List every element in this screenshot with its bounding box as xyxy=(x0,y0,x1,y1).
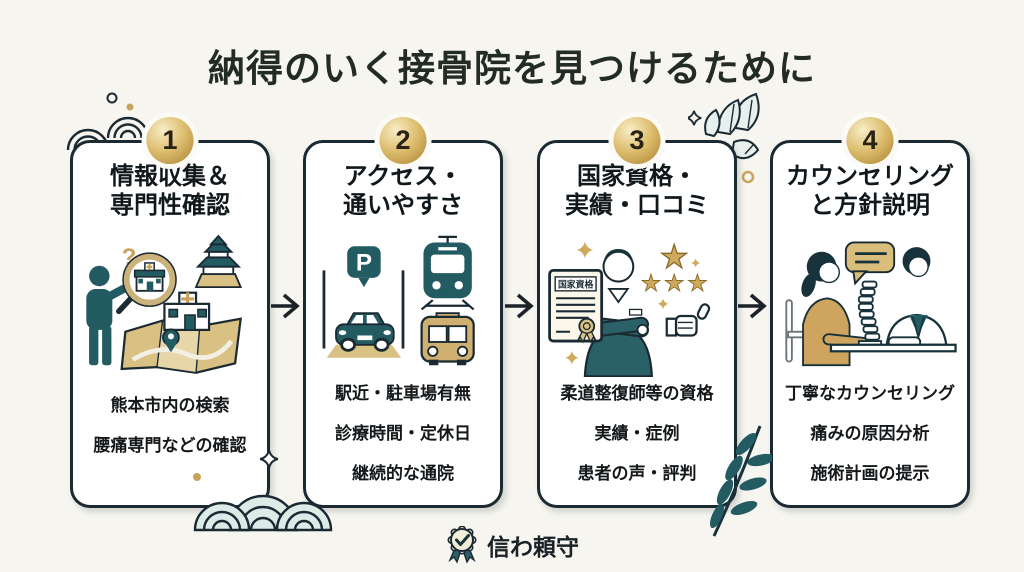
bullet-item: 継続的な通院 xyxy=(352,463,454,483)
clinic-building-icon xyxy=(163,291,211,331)
parking-sign-icon: P xyxy=(347,245,381,287)
search-map-castle-illustration: ? xyxy=(86,234,243,374)
bullet-item: 腰痛専門などの確認 xyxy=(93,435,247,455)
speech-bubble-icon xyxy=(844,241,896,286)
bullet-item: 診療時間・定休日 xyxy=(335,423,471,443)
star-rating-icon xyxy=(641,243,707,291)
heading-line: アクセス・ xyxy=(343,163,463,190)
heading-line: と方針説明 xyxy=(810,191,930,219)
gold-ring xyxy=(741,170,755,184)
gold-dot xyxy=(193,473,201,481)
page-title: 納得のいく接骨院を見つけるために xyxy=(208,48,816,89)
heading-line: 国家資格・ xyxy=(577,163,697,190)
magnifier-icon xyxy=(116,252,177,314)
gold-dot xyxy=(126,103,134,111)
step-bullets: 柔道整復師等の資格 実績・症例 患者の声・評判 xyxy=(561,379,714,484)
bullet-item: 施術計画の提示 xyxy=(810,463,930,483)
thumbs-up-icon xyxy=(665,302,711,337)
counseling-illustration xyxy=(785,241,957,366)
leaves-decoration xyxy=(688,92,760,184)
chair-icon xyxy=(785,298,814,363)
arrow-icon xyxy=(271,293,300,319)
bullet-item: 駅近・駐車場有無 xyxy=(335,383,471,403)
step-number-badge: 3 xyxy=(613,117,661,164)
sparkle-icon xyxy=(259,449,279,469)
heading-line: 専門性確認 xyxy=(110,191,230,219)
step-card-3: 3 国家資格・ 実績・口コミ 国家資格 xyxy=(537,117,737,508)
doctor-icon xyxy=(885,246,948,348)
step-heading: 国家資格・ 実績・口コミ xyxy=(565,163,709,221)
bullet-item: 実績・症例 xyxy=(594,423,680,443)
step-number: 4 xyxy=(862,125,878,155)
step-bullets: 熊本市内の検索 腰痛専門などの確認 xyxy=(94,391,247,456)
train-icon xyxy=(420,235,475,310)
access-transport-illustration: P xyxy=(322,235,475,365)
step-heading: カウンセリング と方針説明 xyxy=(786,163,954,221)
step-number: 1 xyxy=(162,125,178,155)
wave-filled-decoration xyxy=(193,473,333,532)
bullet-item: 熊本市内の検索 xyxy=(110,395,230,415)
step-number: 3 xyxy=(629,125,645,155)
bullet-item: 患者の声・評判 xyxy=(577,463,697,483)
step-heading: 情報収集＆ 専門性確認 xyxy=(110,163,230,221)
heading-line: 実績・口コミ xyxy=(565,191,709,219)
arrow-icon xyxy=(738,293,767,319)
heading-line: カウンセリング xyxy=(786,163,954,190)
step-number: 2 xyxy=(395,125,411,155)
heading-line: 情報収集＆ xyxy=(110,163,230,190)
certificate-icon: 国家資格 xyxy=(548,268,604,343)
step-card-1: 1 情報収集＆ 専門性確認 ? xyxy=(70,117,270,508)
step-bullets: 丁寧なカウンセリング 痛みの原因分析 施術計画の提示 xyxy=(785,379,955,484)
parking-letter: P xyxy=(356,249,372,276)
heading-line: 通いやすさ xyxy=(343,191,463,219)
step-bullets: 駅近・駐車場有無 診療時間・定休日 継続的な通院 xyxy=(335,379,471,484)
bullet-item: 丁寧なカウンセリング xyxy=(785,383,955,403)
car-icon xyxy=(326,311,402,358)
step-number-badge: 2 xyxy=(379,117,427,164)
footer-brand-lockup: 信わ頼守 xyxy=(0,526,1024,564)
step-card-2: 2 アクセス・ 通いやすさ P xyxy=(303,117,503,508)
person-icon xyxy=(86,265,128,365)
qualification-rating-illustration: 国家資格 xyxy=(548,241,711,377)
brand-name: 信わ頼守 xyxy=(487,534,579,560)
bullet-item: 痛みの原因分析 xyxy=(810,423,930,443)
rosette-check-icon xyxy=(447,526,477,564)
bullet-item: 柔道整復師等の資格 xyxy=(560,383,714,403)
step-number-badge: 4 xyxy=(846,117,894,164)
step-heading: アクセス・ 通いやすさ xyxy=(343,163,463,221)
step-card-4: 4 カウンセリング と方針説明 xyxy=(770,117,970,508)
spine-model-icon xyxy=(857,280,883,346)
certificate-label: 国家資格 xyxy=(558,278,593,289)
bus-icon xyxy=(420,311,475,365)
arrow-icon xyxy=(505,293,534,319)
location-pin-icon xyxy=(162,328,180,352)
leaf-branch-decoration xyxy=(710,425,772,537)
table xyxy=(829,343,957,352)
castle-icon xyxy=(194,234,243,288)
step-number-badge: 1 xyxy=(146,117,194,164)
